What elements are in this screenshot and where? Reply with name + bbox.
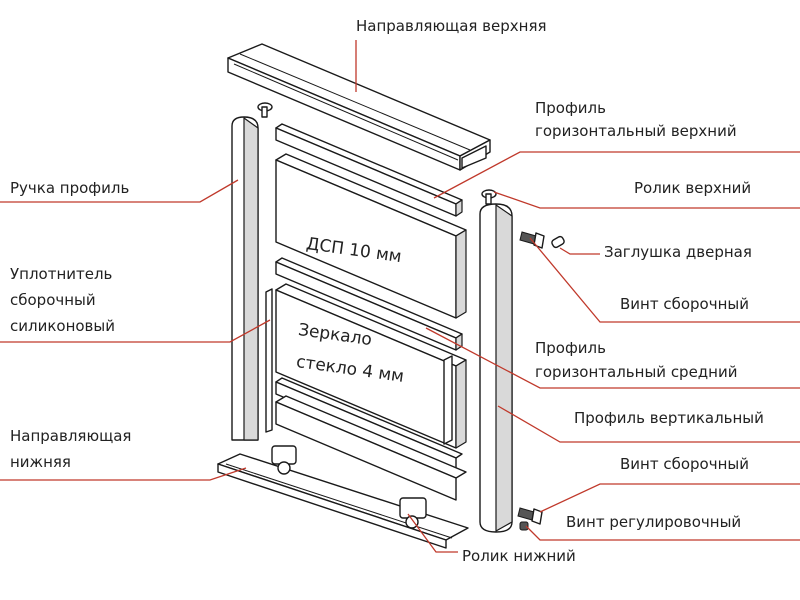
door-plug-part (551, 235, 565, 249)
label-mid-profile-line2: горизонтальный средний (535, 363, 738, 381)
label-seal-line2: сборочный (10, 291, 96, 309)
label-seal-line1: Уплотнитель (10, 265, 113, 283)
label-door-plug: Заглушка дверная (604, 243, 752, 261)
label-bottom-rail-line2: нижняя (10, 453, 71, 471)
label-assembly-screw-top: Винт сборочный (620, 295, 749, 313)
label-adjust-screw: Винт регулировочный (566, 513, 742, 531)
label-top-roller: Ролик верхний (634, 179, 752, 197)
middle-horizontal-profile (275, 257, 463, 351)
label-seal-line3: силиконовый (10, 317, 115, 335)
bottom-roller-left (271, 445, 297, 475)
adjust-screw-part (519, 521, 529, 531)
label-top-rail: Направляющая верхняя (356, 17, 547, 35)
assembly-screw-bottom-part (517, 507, 543, 525)
right-vertical-profile (479, 203, 513, 533)
label-bottom-rail-line1: Направляющая (10, 427, 132, 445)
silicone-seal (265, 288, 273, 433)
top-rail (227, 43, 491, 171)
left-handle-profile (231, 116, 259, 441)
top-roller-right (481, 189, 497, 205)
mirror-panel (275, 283, 467, 449)
bottom-roller-right (399, 497, 427, 529)
assembly-screw-top-part (519, 231, 545, 249)
label-handle-profile: Ручка профиль (10, 179, 130, 197)
label-top-profile-line2: горизонтальный верхний (535, 122, 737, 140)
label-bottom-roller: Ролик нижний (462, 547, 576, 565)
leader-lines (0, 40, 800, 553)
label-vertical-profile: Профиль вертикальный (574, 409, 764, 427)
top-horizontal-profile (275, 123, 463, 217)
label-mid-profile-line1: Профиль (535, 339, 606, 357)
label-assembly-screw-bottom: Винт сборочный (620, 455, 749, 473)
top-roller-left (257, 102, 273, 118)
bottom-horizontal-profile (275, 377, 467, 501)
label-top-profile-line1: Профиль (535, 99, 606, 117)
chipboard-panel (275, 153, 467, 319)
